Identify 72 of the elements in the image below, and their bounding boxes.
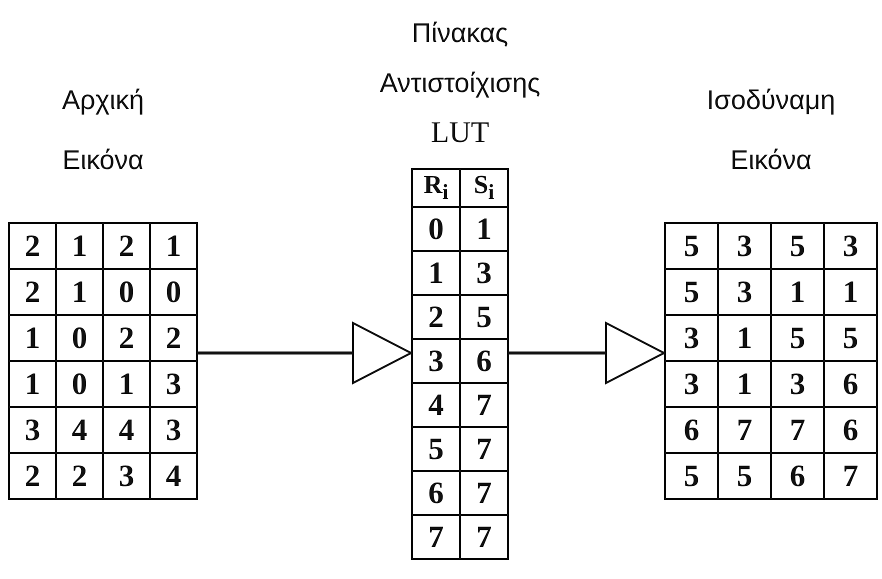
table-cell: 1 — [150, 223, 197, 269]
table-cell: 1 — [9, 361, 56, 407]
table-cell: 7 — [824, 453, 877, 499]
table-cell: 1 — [718, 361, 771, 407]
table-cell: 4 — [150, 453, 197, 499]
table-cell: 5 — [665, 453, 718, 499]
table-cell: 5 — [460, 295, 508, 339]
table-cell: 2 — [9, 453, 56, 499]
table-cell: 5 — [412, 427, 460, 471]
table-cell: 1 — [56, 223, 103, 269]
table-cell: 3 — [412, 339, 460, 383]
table-cell: 2 — [412, 295, 460, 339]
table-cell: 6 — [824, 361, 877, 407]
table-cell: 5 — [665, 223, 718, 269]
arrow — [509, 322, 665, 384]
table-cell: 3 — [771, 361, 824, 407]
table-cell: 2 — [56, 453, 103, 499]
table-cell: 1 — [824, 269, 877, 315]
table-cell: 0 — [412, 207, 460, 251]
table-cell: 1 — [771, 269, 824, 315]
table-cell: 5 — [718, 453, 771, 499]
table-cell: 2 — [103, 223, 150, 269]
table-cell: 7 — [771, 407, 824, 453]
table-cell: 3 — [718, 269, 771, 315]
table-cell: 1 — [9, 315, 56, 361]
table-cell: 3 — [665, 315, 718, 361]
table-cell: 7 — [460, 427, 508, 471]
table-cell: 0 — [56, 361, 103, 407]
arrow — [198, 322, 412, 384]
table-cell: 2 — [103, 315, 150, 361]
table-cell: 6 — [665, 407, 718, 453]
table-cell: 4 — [103, 407, 150, 453]
table-cell: 1 — [460, 207, 508, 251]
table-cell: 5 — [771, 223, 824, 269]
table-cell: 0 — [150, 269, 197, 315]
table-cell: 7 — [460, 383, 508, 427]
table-cell: 3 — [9, 407, 56, 453]
table-cell: 5 — [771, 315, 824, 361]
table-cell: 2 — [9, 223, 56, 269]
table-heading: Πίνακας Αντιστοίχισης — [378, 17, 542, 100]
table-heading: Ισοδύναμη Εικόνα — [706, 84, 836, 177]
table-cell: 7 — [718, 407, 771, 453]
table-cell: 1 — [56, 269, 103, 315]
table-cell: 1 — [412, 251, 460, 295]
table-cell: 3 — [824, 223, 877, 269]
table-cell: 0 — [103, 269, 150, 315]
table-cell: 3 — [150, 361, 197, 407]
table-cell: 3 — [150, 407, 197, 453]
table-cell: 7 — [412, 515, 460, 559]
table-heading: Αρχική Εικόνα — [60, 84, 146, 177]
table-cell: 1 — [103, 361, 150, 407]
table-cell: 3 — [460, 251, 508, 295]
table-cell: 3 — [665, 361, 718, 407]
table-cell: 4 — [412, 383, 460, 427]
table-abbreviation: LUT — [430, 115, 490, 151]
table-cell: 3 — [103, 453, 150, 499]
table-cell: 6 — [824, 407, 877, 453]
table-cell: 7 — [460, 515, 508, 559]
table-cell: 2 — [9, 269, 56, 315]
table-cell: 1 — [718, 315, 771, 361]
table-cell: 4 — [56, 407, 103, 453]
table-cell: 5 — [824, 315, 877, 361]
table-cell: 7 — [460, 471, 508, 515]
table-cell: 5 — [665, 269, 718, 315]
table-cell: 2 — [150, 315, 197, 361]
column-header: S$_{i}$ — [460, 169, 508, 207]
table-cell: 3 — [718, 223, 771, 269]
column-header: R$_{i}$ — [412, 169, 460, 207]
table-cell: 6 — [412, 471, 460, 515]
table-cell: 6 — [460, 339, 508, 383]
table-cell: 0 — [56, 315, 103, 361]
table-cell: 6 — [771, 453, 824, 499]
